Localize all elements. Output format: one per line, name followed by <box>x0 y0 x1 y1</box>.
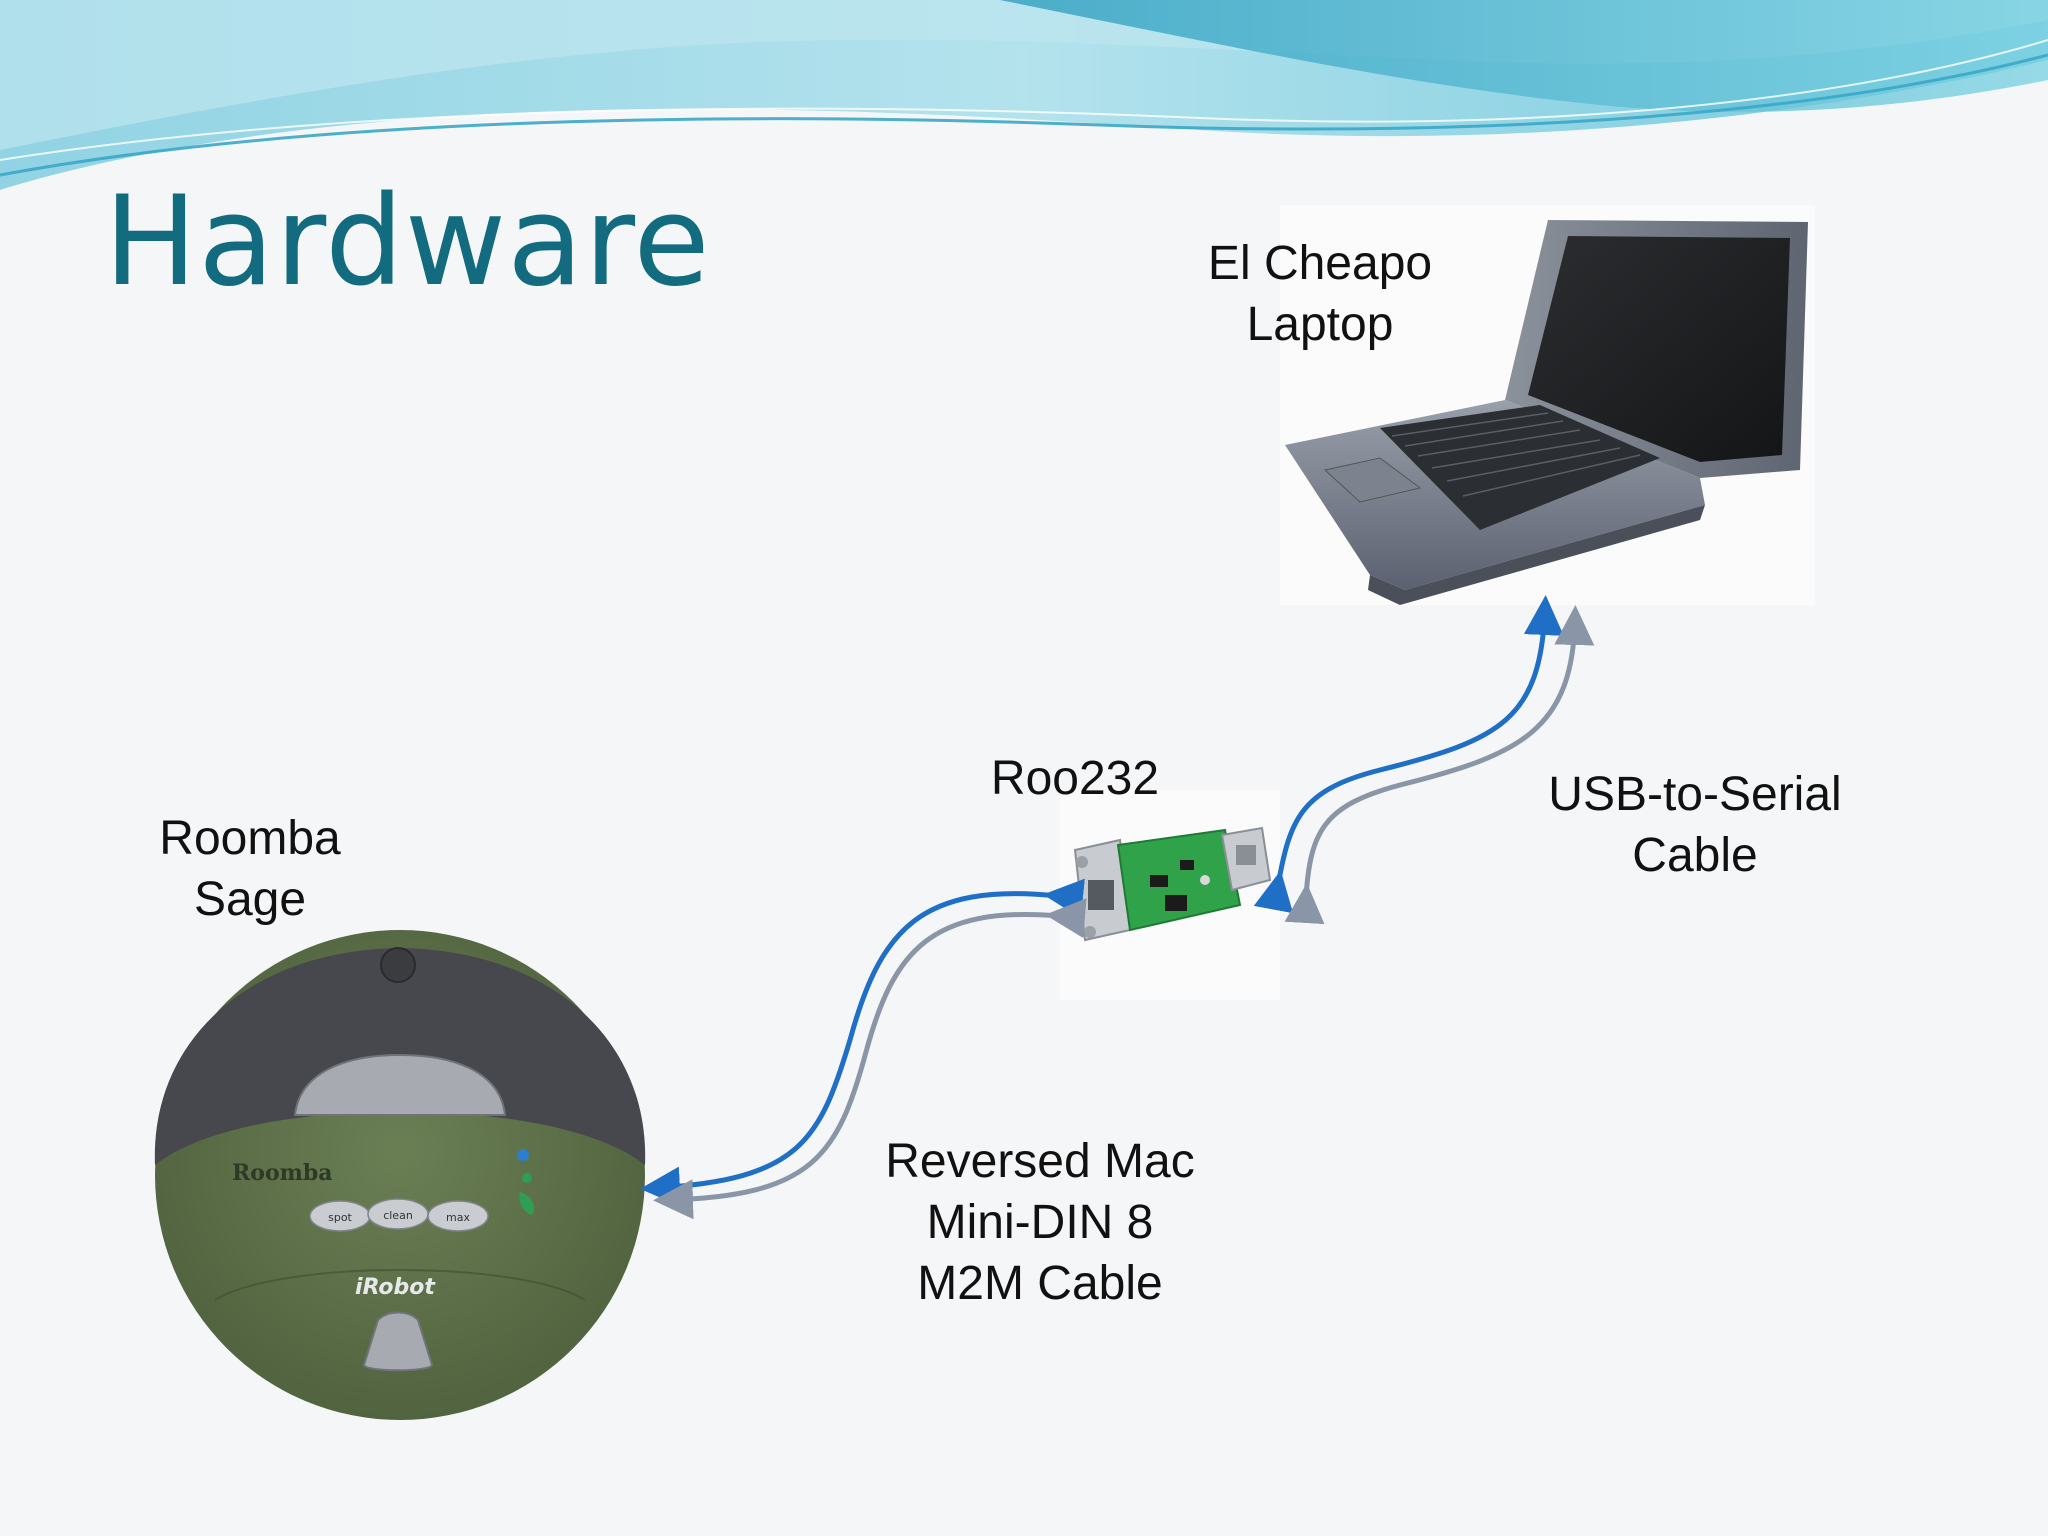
mac-cable-arrow-gray <box>653 898 1087 1220</box>
roo232-adapter-image <box>1060 790 1280 1000</box>
slide-title: Hardware <box>104 170 711 314</box>
roomba-image: Roomba spot clean max iRobot <box>154 930 646 1420</box>
roomba-label: Roomba Sage <box>130 808 370 930</box>
usb-cable-arrows <box>1253 595 1595 925</box>
usb-cable-label-line-2: Cable <box>1632 829 1758 882</box>
laptop-label: El Cheapo Laptop <box>1190 233 1450 355</box>
mac-cable-label-line-2: Mini-DIN 8 <box>926 1196 1154 1249</box>
roo232-label: Roo232 <box>960 748 1190 809</box>
clean-button-label: clean <box>383 1209 413 1222</box>
roomba-brand-text: Roomba <box>232 1160 333 1186</box>
mac-cable-label: Reversed Mac Mini-DIN 8 M2M Cable <box>860 1131 1220 1314</box>
roomba-buttons: spot clean max <box>309 1198 489 1232</box>
laptop-label-line-1: El Cheapo <box>1207 237 1433 290</box>
max-button-label: max <box>446 1211 470 1224</box>
usb-cable-label-line-1: USB-to-Serial <box>1548 768 1842 821</box>
laptop-label-line-2: Laptop <box>1246 298 1394 351</box>
roomba-label-line-2: Sage <box>193 873 307 926</box>
usb-cable-arrow-gray <box>1284 605 1595 925</box>
usb-cable-label: USB-to-Serial Cable <box>1520 764 1870 886</box>
laptop-image <box>1280 205 1815 605</box>
roo232-label-text: Roo232 <box>990 752 1160 805</box>
roomba-label-line-1: Roomba <box>159 812 341 865</box>
header-wave-decoration <box>0 0 2048 190</box>
mac-cable-label-line-3: M2M Cable <box>917 1257 1163 1310</box>
mac-cable-label-line-1: Reversed Mac <box>885 1135 1195 1188</box>
spot-button-label: spot <box>328 1211 352 1224</box>
irobot-logo-text: iRobot <box>355 1275 436 1300</box>
mac-cable-arrows <box>640 878 1087 1220</box>
